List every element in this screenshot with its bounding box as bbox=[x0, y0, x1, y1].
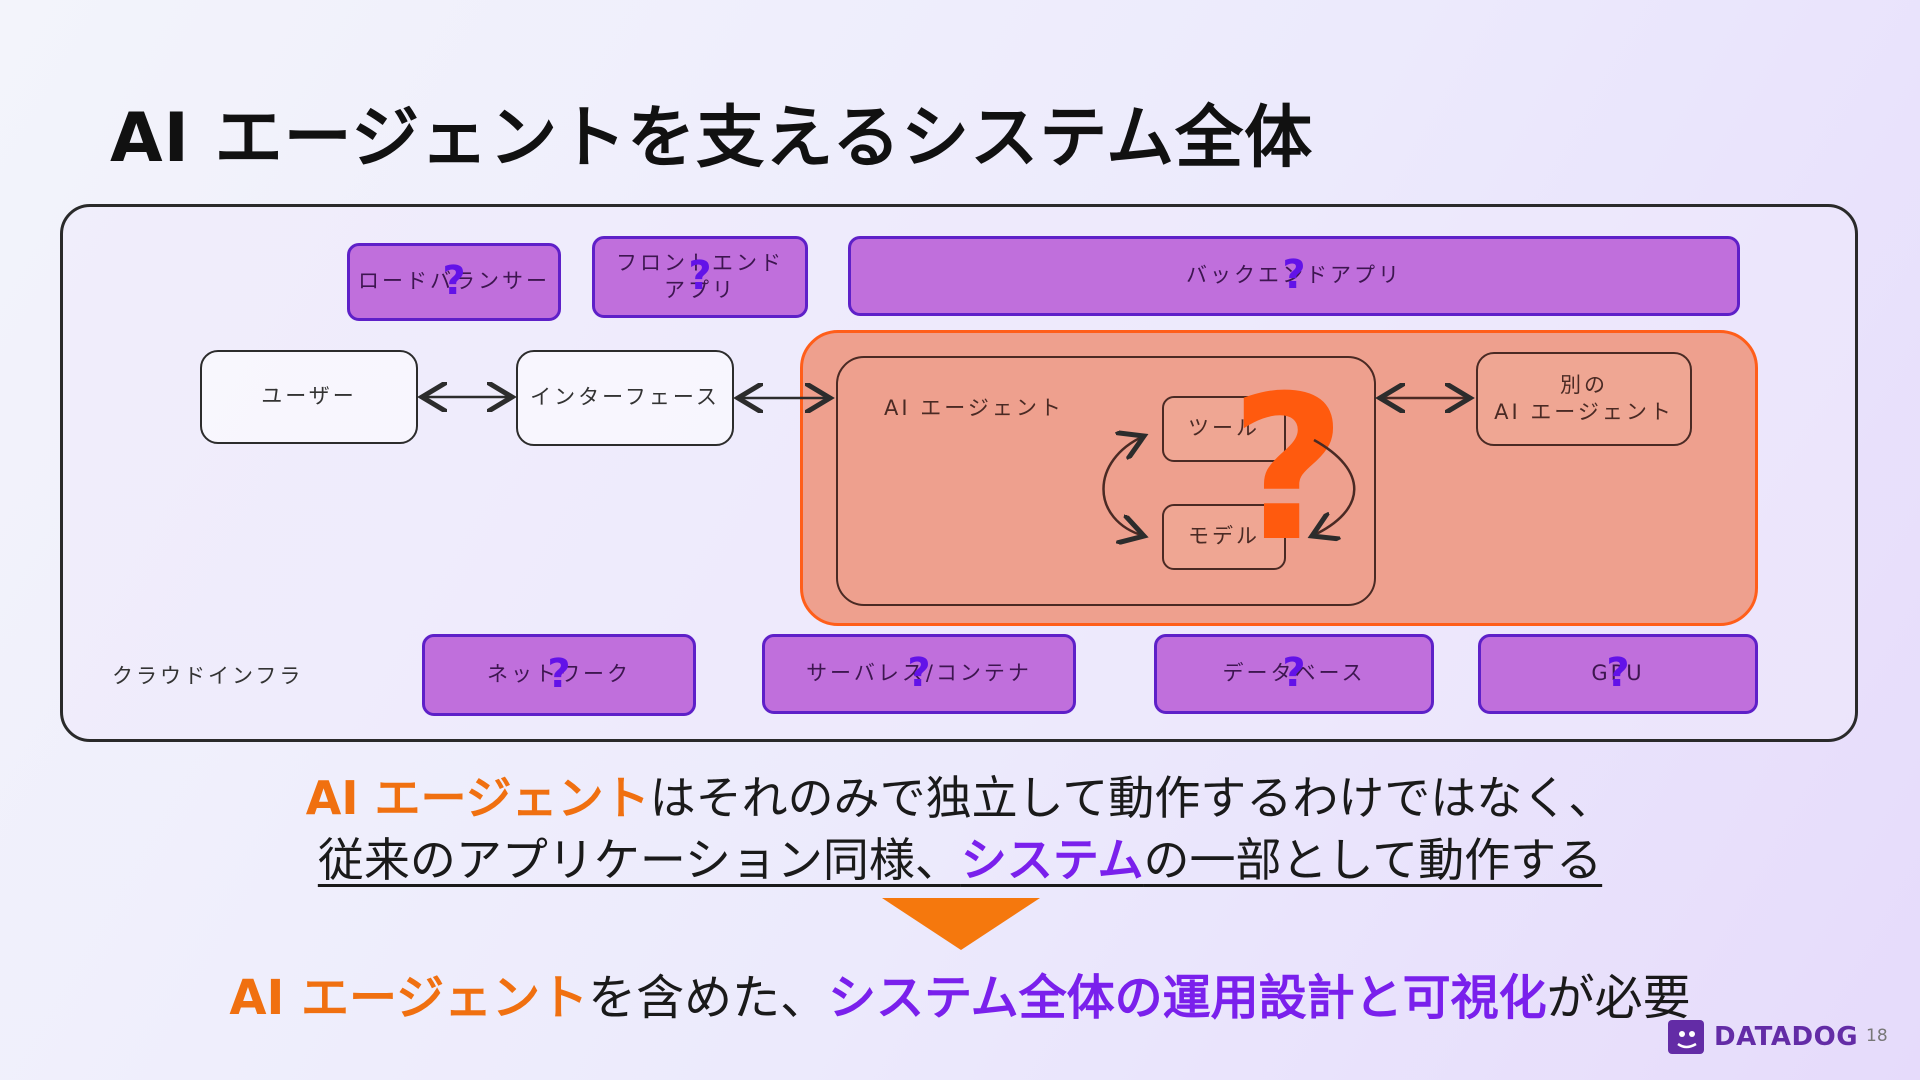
loop-arrow-right bbox=[1312, 438, 1356, 536]
highlight-ai-agent-2: AI エージェント bbox=[229, 970, 589, 1026]
line2-text-a: 従来のアプリケーション同様、 bbox=[317, 833, 961, 887]
line3-text-mid: を含めた、 bbox=[588, 970, 829, 1026]
other-agent-box: 別の AI エージェント bbox=[1476, 352, 1692, 446]
serverless-label: サーバレス/コンテナ bbox=[806, 661, 1032, 686]
question-mark: ? bbox=[688, 252, 712, 299]
load-balancer-box: ロードバランサー ? bbox=[347, 243, 561, 321]
question-mark: ? bbox=[1606, 649, 1630, 696]
database-label: データベース bbox=[1222, 661, 1366, 686]
slide-title: AI エージェントを支えるシステム全体 bbox=[110, 99, 1314, 178]
network-label: ネットワーク bbox=[487, 662, 631, 687]
gpu-box: GPU ? bbox=[1478, 634, 1758, 714]
network-box: ネットワーク ? bbox=[422, 634, 696, 716]
logo-text: DATADOG bbox=[1714, 1022, 1859, 1052]
interface-label: インターフェース bbox=[530, 385, 720, 410]
highlight-system: システム bbox=[960, 833, 1144, 887]
question-mark: ? bbox=[1282, 649, 1306, 696]
datadog-logo: DATADOG bbox=[1666, 1016, 1858, 1058]
line2-underlined: 従来のアプリケーション同様、システムの一部として動作する bbox=[318, 833, 1602, 887]
question-mark: ? bbox=[547, 650, 571, 697]
backend-app-label: バックエンドアプリ bbox=[1186, 263, 1402, 288]
tool-box: ツール bbox=[1162, 396, 1286, 462]
user-label: ユーザー bbox=[261, 384, 357, 409]
line1-text: はそれのみで独立して動作するわけではなく、 bbox=[649, 771, 1615, 825]
ai-agent-label: AI エージェント bbox=[884, 396, 1064, 420]
other-agent-label: 別の AI エージェント bbox=[1494, 372, 1674, 424]
ai-agent-box bbox=[836, 356, 1376, 606]
message-line-3: AI エージェントを含めた、システム全体の運用設計と可視化が必要 bbox=[0, 958, 1920, 1028]
model-box: モデル bbox=[1162, 504, 1286, 570]
interface-box: インターフェース bbox=[516, 350, 734, 446]
load-balancer-label: ロードバランサー bbox=[358, 269, 550, 294]
tool-label: ツール bbox=[1188, 416, 1260, 441]
frontend-app-box: フロントエンド アプリ ? bbox=[592, 236, 808, 318]
page-number: 18 bbox=[1866, 1026, 1888, 1046]
question-mark: ? bbox=[442, 257, 466, 304]
down-arrow-icon bbox=[882, 898, 1040, 950]
message-line-1: AI エージェントはそれのみで独立して動作するわけではなく、 bbox=[0, 762, 1920, 828]
cloud-infra-label: クラウドインフラ bbox=[112, 664, 304, 688]
line3-text-end: が必要 bbox=[1546, 970, 1691, 1026]
backend-app-box: バックエンドアプリ ? bbox=[848, 236, 1740, 316]
message-line-2: 従来のアプリケーション同様、システムの一部として動作する bbox=[0, 824, 1920, 890]
database-box: データベース ? bbox=[1154, 634, 1434, 714]
gpu-label: GPU bbox=[1591, 661, 1645, 686]
loop-arrow-left bbox=[1102, 436, 1145, 536]
highlight-system-ops: システム全体の運用設計と可視化 bbox=[828, 970, 1547, 1026]
dog-icon bbox=[1668, 1020, 1704, 1054]
question-mark: ? bbox=[907, 649, 931, 696]
user-box: ユーザー bbox=[200, 350, 418, 444]
highlight-ai-agent: AI エージェント bbox=[305, 771, 650, 825]
line2-text-b: の一部として動作する bbox=[1143, 833, 1603, 887]
serverless-box: サーバレス/コンテナ ? bbox=[762, 634, 1076, 714]
frontend-app-label: フロントエンド アプリ bbox=[616, 250, 784, 302]
model-label: モデル bbox=[1188, 524, 1260, 549]
question-mark: ? bbox=[1282, 251, 1306, 298]
